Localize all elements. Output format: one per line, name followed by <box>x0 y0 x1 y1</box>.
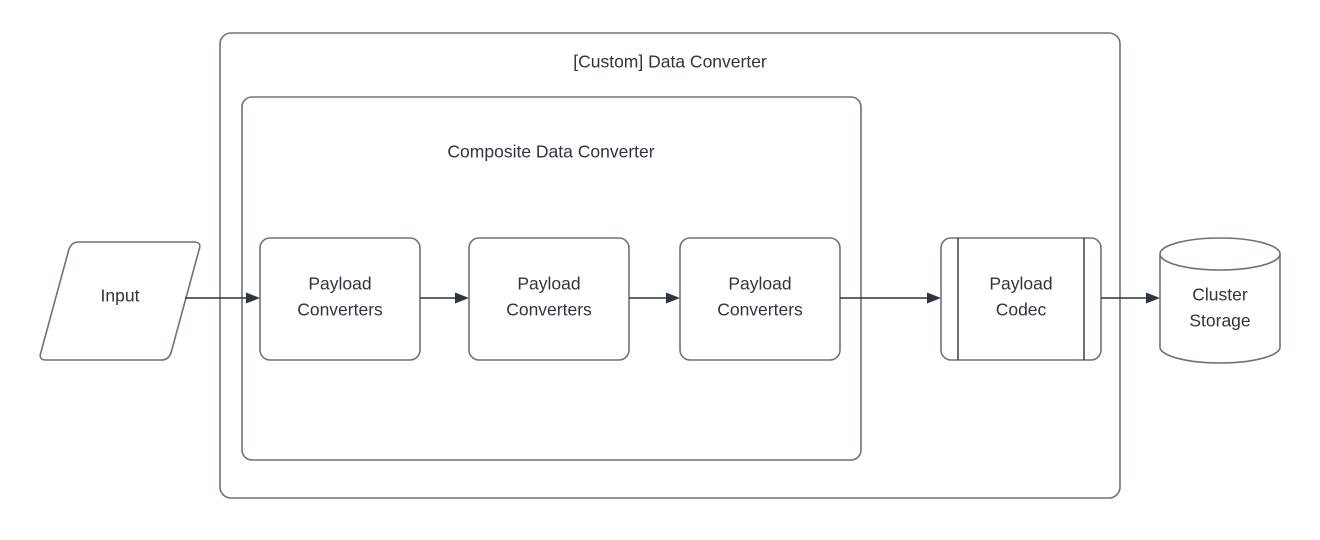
node-payload-converters-1-shape <box>259 237 421 361</box>
edge-input-to-payload-converters-1-arrowhead <box>246 292 260 304</box>
node-payload-converters-2[interactable]: Payload Converters <box>468 237 630 361</box>
node-payload-codec-label-line2: Codec <box>996 300 1047 320</box>
node-payload-codec-shape <box>940 237 1102 361</box>
node-payload-codec[interactable]: Payload Codec <box>940 237 1102 361</box>
node-payload-converters-3-shape <box>679 237 841 361</box>
edge-payload-converters-3-to-codec <box>840 292 941 304</box>
node-input[interactable]: Input <box>39 241 201 361</box>
node-cluster-storage-body <box>1159 254 1281 364</box>
node-input-label: Input <box>101 286 140 306</box>
edge-payload-converters-3-to-codec-arrowhead <box>927 292 941 304</box>
node-payload-converters-3-label-line1: Payload <box>728 274 791 294</box>
node-cluster-storage[interactable]: Cluster Storage <box>1159 237 1281 364</box>
node-cluster-storage-label-line2: Storage <box>1189 311 1250 331</box>
node-payload-converters-3[interactable]: Payload Converters <box>679 237 841 361</box>
container-composite-data-converter-label: Composite Data Converter <box>447 142 654 162</box>
edge-codec-to-cluster-storage-arrowhead <box>1146 292 1160 304</box>
edge-payload-converters-2-to-3-arrowhead <box>666 292 680 304</box>
container-custom-data-converter-label: [Custom] Data Converter <box>573 52 767 72</box>
node-cluster-storage-label-line1: Cluster <box>1192 285 1248 305</box>
node-payload-converters-1[interactable]: Payload Converters <box>259 237 421 361</box>
edge-payload-converters-1-to-2 <box>420 292 469 304</box>
node-payload-converters-1-label-line1: Payload <box>308 274 371 294</box>
node-input-shape <box>39 241 201 361</box>
node-payload-converters-3-label-line2: Converters <box>717 300 803 320</box>
edge-payload-converters-1-to-2-arrowhead <box>455 292 469 304</box>
edge-payload-converters-2-to-3 <box>629 292 680 304</box>
edge-codec-to-cluster-storage <box>1101 292 1160 304</box>
node-payload-converters-1-label-line2: Converters <box>297 300 383 320</box>
node-payload-converters-2-label-line1: Payload <box>517 274 580 294</box>
node-cluster-storage-top <box>1159 237 1281 271</box>
node-payload-converters-2-shape <box>468 237 630 361</box>
node-payload-codec-label-line1: Payload <box>989 274 1052 294</box>
node-payload-converters-2-label-line2: Converters <box>506 300 592 320</box>
edge-input-to-payload-converters-1 <box>185 292 260 304</box>
